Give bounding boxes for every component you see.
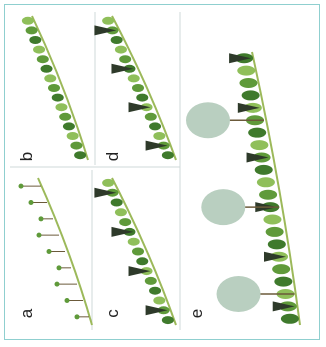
- shrub-c-3: [149, 287, 161, 295]
- shrub-c-12: [111, 199, 123, 207]
- shrub-d-14: [102, 17, 114, 25]
- shrub-e-14: [250, 140, 268, 150]
- shrub-c-0: [162, 316, 174, 324]
- shrub-d-4: [145, 113, 157, 121]
- shrub-e-6: [268, 239, 286, 249]
- shrub-e-4: [272, 264, 290, 274]
- shrub-c-14: [102, 179, 114, 187]
- shrub-e-12: [255, 165, 273, 175]
- panel-label-d: d: [104, 152, 121, 161]
- shrub-d-3: [149, 122, 161, 130]
- shrub-b-9: [41, 65, 53, 73]
- seedling-a-2: [55, 282, 60, 287]
- shrub-d-10: [119, 55, 131, 63]
- shrub-d-8: [128, 74, 140, 82]
- shrub-c-4: [145, 277, 157, 285]
- shrub-c-2: [153, 297, 165, 305]
- tree-crown-e-9: [201, 189, 245, 225]
- shrub-e-18: [242, 90, 260, 100]
- seedling-a-7: [29, 200, 34, 205]
- shrub-e-11: [257, 177, 275, 187]
- shrub-d-2: [153, 132, 165, 140]
- panel-label-e: e: [188, 309, 205, 318]
- tree-crown-e-2: [217, 276, 261, 312]
- shrub-b-12: [29, 36, 41, 44]
- seedling-a-8: [19, 184, 24, 189]
- seedling-a-0: [75, 314, 80, 319]
- seedling-a-5: [37, 233, 42, 238]
- shrub-c-6: [136, 257, 148, 265]
- shrub-b-14: [22, 17, 34, 25]
- shrub-c-10: [119, 218, 131, 226]
- seedling-a-1: [65, 298, 70, 303]
- shrub-b-2: [67, 132, 79, 140]
- shrub-b-5: [55, 103, 67, 111]
- shrub-b-10: [37, 55, 49, 63]
- shrub-b-1: [70, 142, 82, 150]
- shrub-d-7: [132, 84, 144, 92]
- shrub-b-6: [52, 94, 64, 102]
- seedling-a-3: [57, 265, 62, 270]
- shrub-e-15: [248, 128, 266, 138]
- shrub-e-3: [274, 277, 292, 287]
- shrub-e-10: [259, 190, 277, 200]
- shrub-b-3: [63, 122, 75, 130]
- tree-crown-e-16: [186, 102, 230, 138]
- shrub-d-11: [115, 46, 127, 54]
- shrub-e-0: [281, 314, 299, 324]
- panel-label-a: a: [18, 309, 35, 318]
- shrub-e-8: [263, 215, 281, 225]
- shrub-c-8: [128, 238, 140, 246]
- panel-label-c: c: [104, 309, 121, 318]
- shrub-c-11: [115, 208, 127, 216]
- shrub-b-13: [26, 26, 38, 34]
- shrub-b-8: [44, 74, 56, 82]
- shrub-d-0: [162, 151, 174, 159]
- shrub-d-6: [136, 94, 148, 102]
- seedling-a-4: [47, 249, 52, 254]
- shrub-d-12: [111, 36, 123, 44]
- shrub-b-11: [33, 46, 45, 54]
- shrub-b-7: [48, 84, 60, 92]
- shrub-e-7: [266, 227, 284, 237]
- shrub-b-0: [74, 151, 86, 159]
- seedling-a-6: [39, 216, 44, 221]
- shrub-e-19: [239, 78, 257, 88]
- shrub-e-20: [237, 66, 255, 76]
- shrub-c-7: [132, 248, 144, 256]
- shrub-b-4: [59, 113, 71, 121]
- panel-label-b: b: [18, 152, 35, 161]
